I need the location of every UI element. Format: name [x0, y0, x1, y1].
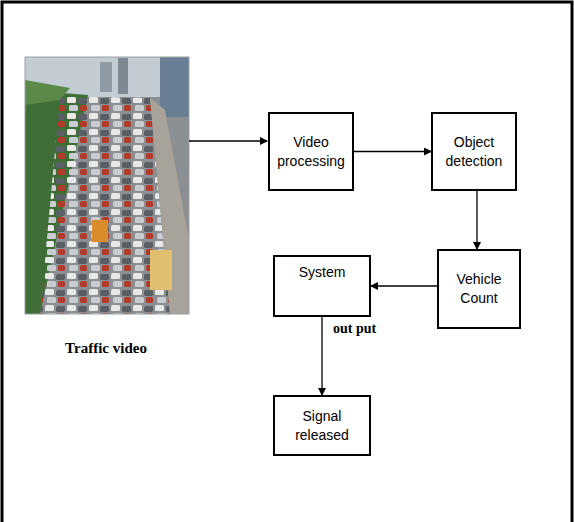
caption-label: Traffic video: [65, 340, 147, 357]
flow-arrow: [476, 191, 477, 249]
box-label: System: [299, 263, 346, 282]
traffic-photo: [25, 57, 189, 314]
process-box: Vehicle Count: [437, 249, 521, 329]
process-box: Signal released: [273, 395, 371, 456]
input-arrow: [189, 140, 267, 141]
box-label: Object detection: [438, 133, 510, 171]
flow-arrow: [321, 317, 322, 395]
edge-label: out put: [331, 321, 378, 337]
flow-arrow: [371, 285, 437, 286]
process-box: System: [273, 255, 371, 317]
box-label: Video processing: [275, 133, 347, 171]
box-label: Vehicle Count: [444, 270, 514, 308]
box-label: Signal released: [280, 407, 364, 445]
process-box: Video processing: [268, 112, 354, 191]
process-box: Object detection: [431, 112, 517, 191]
flow-arrow: [354, 151, 431, 152]
